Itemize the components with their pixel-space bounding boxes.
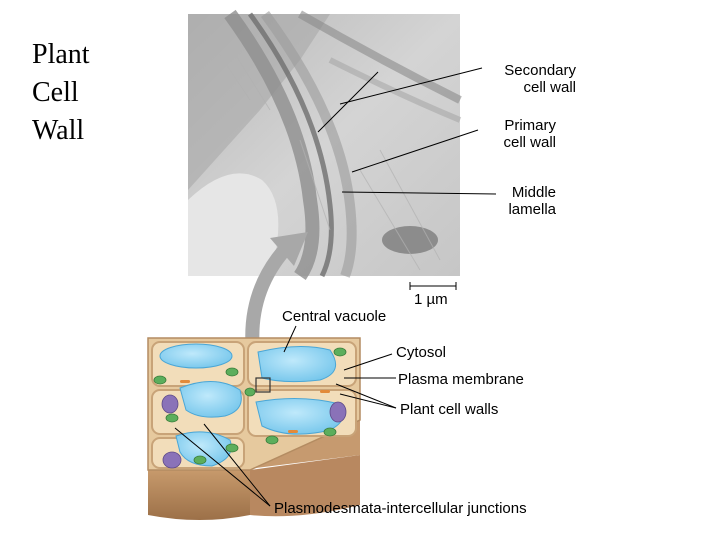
title-line-1: Plant <box>32 39 90 70</box>
scale-bar <box>409 282 457 290</box>
label-scale: 1 µm <box>414 291 448 308</box>
label-plasmodesmata: Plasmodesmata-intercellular junctions <box>274 500 527 517</box>
title-line-3: Wall <box>32 115 85 146</box>
title-line-2: Cell <box>32 77 79 108</box>
cell-leaders <box>174 325 397 507</box>
electron-micrograph <box>188 9 462 280</box>
label-middle-lamella: Middle lamella <box>508 184 556 218</box>
cell-block-illustration <box>147 337 361 520</box>
label-cytosol: Cytosol <box>396 344 447 361</box>
label-primary-cell-wall: Primary cell wall <box>503 117 556 151</box>
label-central-vacuole: Central vacuole <box>282 308 387 325</box>
micrograph-leaders <box>317 67 497 195</box>
label-secondary-cell-wall: Secondary cell wall <box>504 62 576 96</box>
label-plant-cell-walls: Plant cell walls <box>400 401 499 418</box>
slide-title: Plant Cell Wall <box>32 36 90 150</box>
label-plasma-membrane: Plasma membrane <box>398 371 524 388</box>
